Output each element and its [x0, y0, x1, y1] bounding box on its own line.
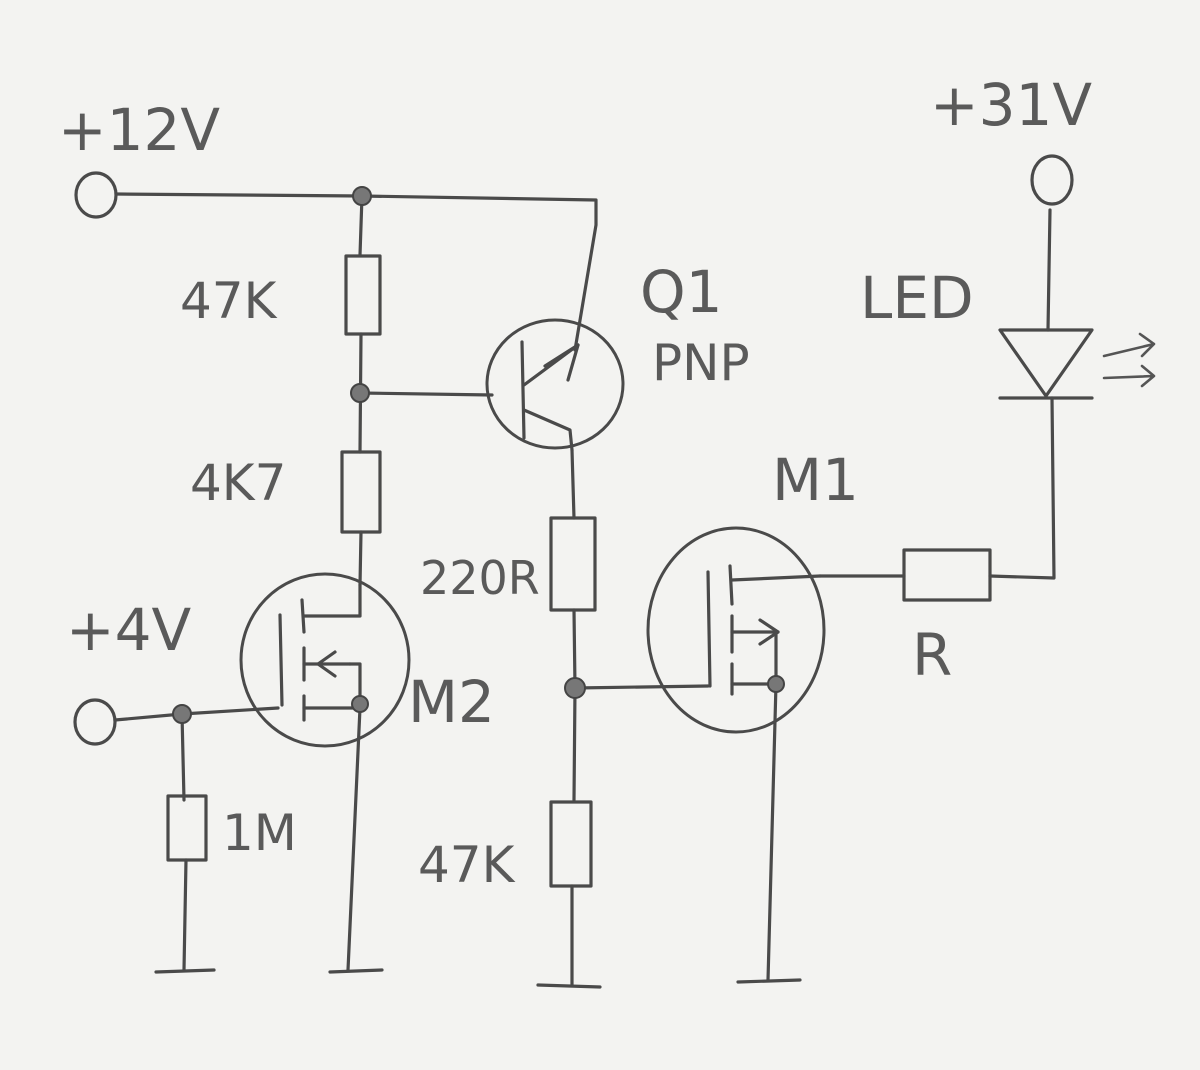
label-4k7: 4K7: [190, 454, 286, 512]
label-31v: +31V: [930, 71, 1092, 139]
m2-body: [239, 572, 411, 748]
label-220r: 220R: [420, 551, 540, 605]
mosfet-m1: M1: [646, 446, 859, 984]
divider-middle: 220R 47K: [418, 448, 602, 989]
mosfet-m2: M2: [239, 572, 495, 974]
q1-body: [485, 318, 625, 450]
terminal-31v: [1030, 154, 1074, 206]
led-branch: R: [818, 396, 1056, 689]
label-q1: Q1: [640, 258, 723, 326]
resistor-4k7: [340, 450, 382, 534]
light-arrow-icon: [1102, 332, 1156, 358]
input-4v: +4V 1M: [66, 596, 297, 974]
terminal-4v: [73, 698, 117, 746]
divider-left: 47K 4K7: [180, 194, 382, 587]
junctions: [172, 186, 785, 724]
light-arrow-icon: [1102, 364, 1156, 388]
junction-node: [564, 677, 586, 699]
supply-31v: +31V: [930, 71, 1092, 206]
label-r: R: [912, 621, 952, 689]
label-4v: +4V: [66, 596, 191, 664]
label-47k-bottom: 47K: [418, 836, 516, 894]
supply-12v: +12V: [58, 96, 598, 352]
resistor-47k-top: [344, 254, 382, 336]
junction-node: [350, 383, 370, 403]
label-12v: +12V: [58, 96, 220, 164]
label-1m: 1M: [222, 804, 297, 862]
label-m2: M2: [408, 668, 495, 736]
junction-node: [172, 704, 192, 724]
label-47k-top: 47K: [180, 272, 278, 330]
label-led: LED: [860, 264, 974, 332]
label-pnp: PNP: [652, 334, 750, 392]
junction-node: [351, 695, 369, 713]
resistor-r: [902, 548, 992, 602]
junction-node: [352, 186, 372, 206]
resistor-220r: [549, 516, 597, 612]
resistor-47k-bottom: [549, 800, 593, 888]
terminal-12v: [74, 171, 118, 219]
led: LED: [860, 208, 1156, 400]
label-m1: M1: [772, 446, 859, 514]
transistor-q1-pnp: Q1 PNP: [485, 258, 750, 452]
junction-node: [767, 675, 785, 693]
m1-body: [646, 526, 826, 734]
resistor-1m: [166, 794, 208, 862]
